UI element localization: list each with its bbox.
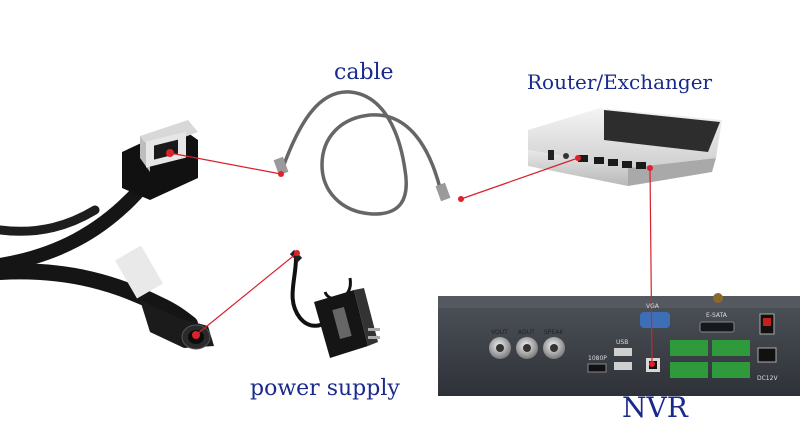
port-label-hdmi: 1080P [588, 355, 607, 362]
line-dc-to-power [195, 252, 298, 336]
label-router: Router/Exchanger [527, 70, 713, 94]
nvr-icon [438, 293, 800, 396]
router-icon [528, 108, 722, 186]
dot-router-lan [647, 165, 653, 171]
port-label-usb: USB [616, 339, 629, 346]
dot-cable-end-a [278, 171, 284, 177]
label-power-supply: power supply [250, 376, 400, 401]
line-camera-to-cable [169, 152, 282, 175]
port-label-dc: DC12V [757, 375, 778, 382]
port-label-aout: AOUT [518, 329, 535, 336]
line-cable-to-router [460, 157, 579, 200]
camera-connector-icon [122, 120, 198, 200]
dot-nvr-lan [649, 361, 655, 367]
dot-power-plug [294, 250, 300, 256]
port-label-speak: SPEAK [544, 329, 564, 336]
port-label-esata: E-SATA [706, 312, 727, 319]
dot-router-wan [575, 155, 581, 161]
port-label-vout: VOUT [491, 329, 508, 336]
label-nvr: NVR [622, 391, 688, 424]
port-label-vga: VGA [646, 303, 659, 310]
dc-connector-icon [115, 245, 214, 350]
connection-lines [169, 152, 653, 365]
dot-cable-end-b [458, 196, 464, 202]
label-cable: cable [334, 60, 394, 85]
connection-dots [278, 155, 655, 367]
ethernet-cable-icon [273, 90, 451, 216]
power-adapter-icon [289, 249, 380, 358]
line-router-to-nvr [649, 167, 653, 365]
